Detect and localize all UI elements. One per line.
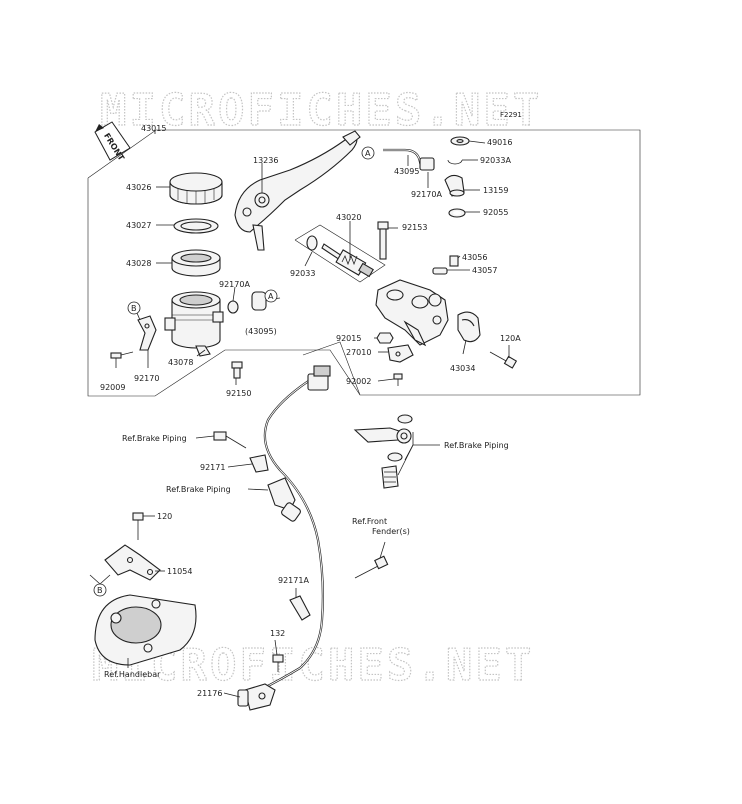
label-120a: 120A	[500, 334, 521, 343]
label-43078: 43078	[168, 358, 193, 367]
diagram-code: F2291	[500, 111, 522, 119]
svg-text:A: A	[365, 149, 371, 158]
label-92009: 92009	[100, 383, 125, 392]
label-13236: 13236	[253, 156, 278, 165]
wire-grommet	[267, 477, 301, 522]
watermark-top: MICROFICHES.NET	[100, 85, 542, 136]
label-92171a: 92171A	[278, 576, 309, 585]
ref-brake-piping-right: Ref.Brake Piping	[444, 441, 509, 450]
master-cylinder-holder	[457, 311, 481, 343]
reservoir-cap	[169, 172, 223, 205]
label-92002: 92002	[346, 377, 371, 386]
reservoir-body	[164, 291, 224, 357]
label-92033: 92033	[290, 269, 315, 278]
handlebar-holder	[94, 594, 197, 666]
bleeder-valve	[432, 255, 459, 275]
label-120: 120	[157, 512, 172, 521]
bracket-11054	[104, 544, 161, 581]
label-43095-paren: (43095)	[245, 327, 277, 336]
bolt-120	[132, 512, 144, 540]
reservoir-hose	[383, 148, 435, 171]
label-43056: 43056	[462, 253, 487, 262]
label-43015: 43015	[141, 124, 166, 133]
nut-92015	[376, 332, 394, 344]
label-92170a-left: 92170A	[219, 280, 250, 289]
screw-92150	[231, 361, 243, 379]
clamp-92171a	[289, 595, 311, 621]
banjo-fitting	[353, 414, 413, 489]
switch-wire	[259, 341, 361, 691]
bolt-fender	[354, 555, 389, 579]
ref-handlebar: Ref.Handlebar	[104, 670, 161, 679]
leader-lines	[115, 130, 510, 698]
svg-text:B: B	[131, 304, 137, 313]
reference-labels: Ref.Brake Piping Ref.Brake Piping Ref.Br…	[104, 434, 509, 679]
holder-bolt	[489, 351, 518, 369]
label-92170: 92170	[134, 374, 159, 383]
brake-switch	[387, 344, 414, 363]
assembly-outline	[87, 129, 641, 397]
front-arrow-icon: FRONT	[94, 121, 131, 163]
label-132: 132	[270, 629, 285, 638]
label-43095: 43095	[394, 167, 419, 176]
svg-text:B: B	[97, 586, 103, 595]
reservoir-plate	[173, 218, 219, 234]
label-92033a: 92033A	[480, 156, 511, 165]
ref-front-fender-line2: Fender(s)	[372, 527, 410, 536]
label-92150: 92150	[226, 389, 251, 398]
piston-kit	[294, 224, 386, 283]
label-43027: 43027	[126, 221, 151, 230]
screw-92002	[393, 373, 403, 386]
ref-brake-piping-mid: Ref.Brake Piping	[166, 485, 231, 494]
master-cylinder-body	[375, 279, 449, 347]
marker-b-bottom: B	[89, 574, 111, 597]
ref-front-fender-line1: Ref.Front	[352, 517, 387, 526]
brake-lever	[234, 130, 361, 251]
part-labels: 43015 43026 43027 43028 92170A (43095) 4…	[100, 124, 521, 698]
label-27010: 27010	[346, 348, 371, 357]
pivot-bolt	[377, 221, 389, 260]
marker-a-left: A	[264, 289, 278, 303]
svg-text:A: A	[268, 292, 274, 301]
label-43020: 43020	[336, 213, 361, 222]
label-92153: 92153	[402, 223, 427, 232]
ref-brake-piping-left: Ref.Brake Piping	[122, 434, 187, 443]
label-92015: 92015	[336, 334, 361, 343]
label-43026: 43026	[126, 183, 151, 192]
label-92170a-right: 92170A	[411, 190, 442, 199]
label-21176: 21176	[197, 689, 222, 698]
cap-washer	[450, 136, 470, 146]
brake-light-switch	[237, 683, 276, 711]
label-92055: 92055	[483, 208, 508, 217]
label-11054: 11054	[167, 567, 192, 576]
label-49016: 49016	[487, 138, 512, 147]
label-43028: 43028	[126, 259, 151, 268]
label-43034: 43034	[450, 364, 475, 373]
label-92171: 92171	[200, 463, 225, 472]
reservoir-bracket	[137, 315, 157, 351]
hose-fitting	[444, 174, 465, 197]
marker-b-top: B	[127, 301, 141, 321]
label-43057: 43057	[472, 266, 497, 275]
reservoir-diaphragm	[171, 249, 221, 277]
bolt-132	[272, 654, 284, 672]
label-13159: 13159	[483, 186, 508, 195]
circlip-92033a	[447, 159, 463, 165]
screw-92009	[110, 351, 134, 359]
marker-a-top: A	[361, 146, 375, 160]
hose-clamp-left	[227, 291, 267, 314]
